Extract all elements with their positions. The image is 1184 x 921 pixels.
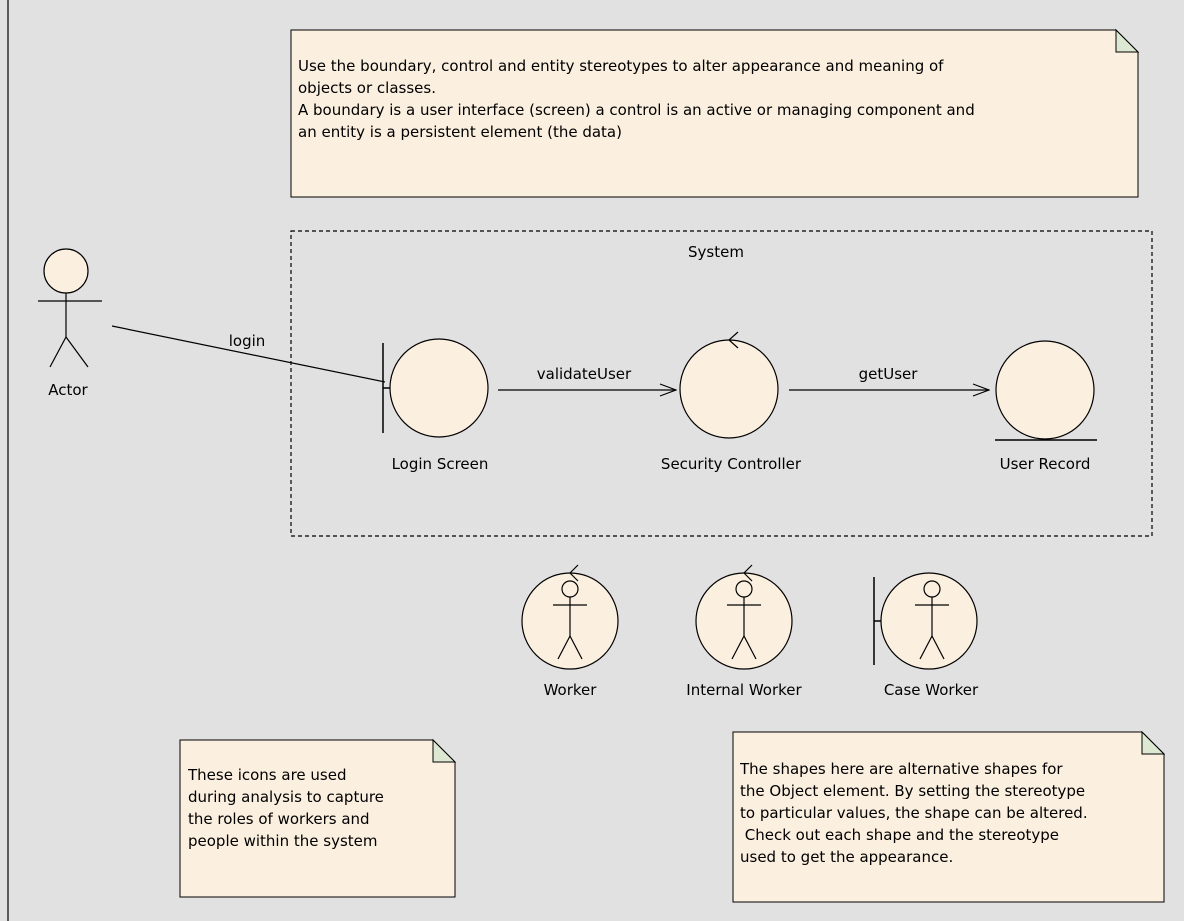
note-bottom-right-line: The shapes here are alternative shapes f…: [740, 760, 1063, 778]
note-top-text: Use the boundary, control and entity ste…: [298, 55, 1128, 143]
login-screen[interactable]: Login Screen: [382, 338, 489, 473]
login-connector[interactable]: login: [111, 325, 386, 383]
user-record[interactable]: User Record: [995, 340, 1097, 473]
user-record-label: User Record: [1000, 455, 1091, 473]
note-top-body: [290, 29, 1139, 198]
entity-icon: [995, 340, 1097, 441]
note-bottom-left-fold: [432, 738, 457, 763]
note-top-fold: [1115, 28, 1140, 53]
actor[interactable]: Actor: [38, 248, 102, 399]
note-top-line: A boundary is a user interface (screen) …: [298, 101, 975, 119]
security-controller-label: Security Controller: [661, 455, 802, 473]
note-bottom-right-text: The shapes here are alternative shapes f…: [740, 758, 1160, 868]
note-bottom-left-line: These icons are used: [188, 766, 347, 784]
note-bottom-right-line: the Object element. By setting the stere…: [740, 782, 1086, 800]
system-boundary[interactable]: System: [290, 230, 1153, 537]
security-controller[interactable]: Security Controller: [661, 331, 802, 473]
note-bottom-right-line: Check out each shape and the stereotype: [740, 826, 1060, 844]
system-label: System: [688, 243, 744, 261]
note-top-line: Use the boundary, control and entity ste…: [298, 57, 944, 75]
note-bottom-right-body: [732, 731, 1165, 903]
note-bottom-left-body: [179, 739, 456, 898]
note-bottom-left-text: These icons are used during analysis to …: [188, 764, 450, 852]
login-screen-label: Login Screen: [392, 455, 489, 473]
internal-worker-icon: [695, 564, 793, 670]
note-bottom-right-fold: [1141, 730, 1166, 755]
get-user-connector[interactable]: getUser: [789, 365, 989, 390]
note-bottom-right-line: to particular values, the shape can be a…: [740, 804, 1088, 822]
note-top[interactable]: Use the boundary, control and entity ste…: [290, 28, 1140, 198]
case-worker-icon: [873, 572, 978, 670]
note-bottom-left-line: during analysis to capture: [188, 788, 384, 806]
case-worker-label: Case Worker: [884, 681, 979, 699]
internal-worker-label: Internal Worker: [686, 681, 802, 699]
login-label: login: [229, 332, 266, 350]
validate-user-connector[interactable]: validateUser: [498, 365, 676, 390]
get-user-label: getUser: [859, 365, 919, 383]
internal-worker[interactable]: Internal Worker: [686, 564, 803, 699]
login-connector-line: [111, 325, 386, 383]
actor-label: Actor: [48, 381, 88, 399]
note-bottom-left-line: people within the system: [188, 832, 378, 850]
worker-label: Worker: [544, 681, 598, 699]
note-top-line: an entity is a persistent element (the d…: [298, 123, 622, 141]
note-bottom-left[interactable]: These icons are used during analysis to …: [179, 738, 457, 898]
note-bottom-right[interactable]: The shapes here are alternative shapes f…: [732, 730, 1166, 903]
note-top-line: objects or classes.: [298, 79, 436, 97]
note-bottom-left-line: the roles of workers and: [188, 810, 370, 828]
validate-user-label: validateUser: [537, 365, 632, 383]
stick-figure-icon: [38, 248, 102, 368]
system-boundary-rect: [290, 230, 1153, 537]
worker[interactable]: Worker: [521, 564, 619, 699]
control-icon: [679, 331, 779, 439]
case-worker[interactable]: Case Worker: [873, 572, 979, 699]
worker-icon: [521, 564, 619, 670]
boundary-icon: [382, 338, 489, 438]
note-bottom-right-line: used to get the appearance.: [740, 848, 954, 866]
